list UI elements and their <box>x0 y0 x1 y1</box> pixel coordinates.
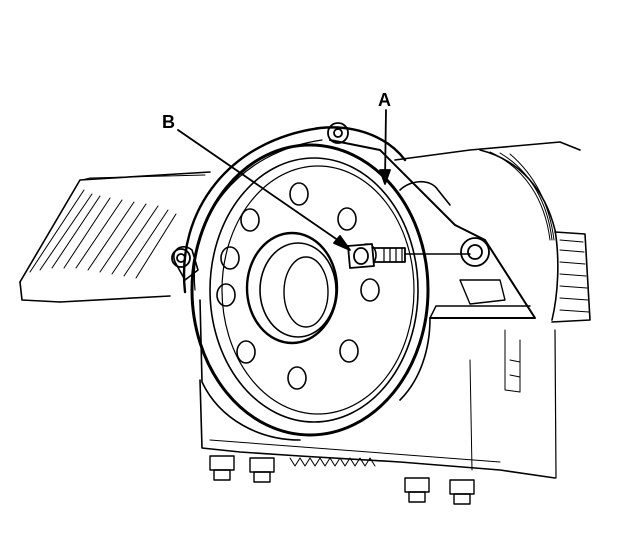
label-b: B <box>162 112 175 132</box>
callout-b-arrowhead <box>333 235 351 251</box>
pulley-bolt-holes <box>216 182 380 390</box>
bolt-3 <box>404 477 430 503</box>
mounting-holes <box>171 122 490 268</box>
callout-arrows <box>177 109 391 251</box>
housing-cover <box>173 126 407 441</box>
bolt-hole-boss <box>460 237 490 267</box>
ring-gear-teeth <box>289 457 376 467</box>
callout-a-leader <box>384 109 387 181</box>
left-mount-boss <box>171 248 191 268</box>
bracket-a <box>329 139 536 401</box>
bolt-b <box>347 243 471 269</box>
bolt-4 <box>449 479 475 505</box>
upper-mount-boss <box>327 122 349 144</box>
pulley-outer-rim <box>190 143 430 437</box>
bottom-bolts <box>209 455 475 505</box>
bolt-1 <box>209 455 235 481</box>
pulley <box>190 143 430 437</box>
callout-b-leader <box>177 129 346 246</box>
label-a: A <box>378 90 391 110</box>
callout-a-arrowhead <box>379 169 391 185</box>
pulley-bore <box>245 231 339 345</box>
bolt-2 <box>249 457 275 483</box>
engine-block <box>19 141 591 479</box>
